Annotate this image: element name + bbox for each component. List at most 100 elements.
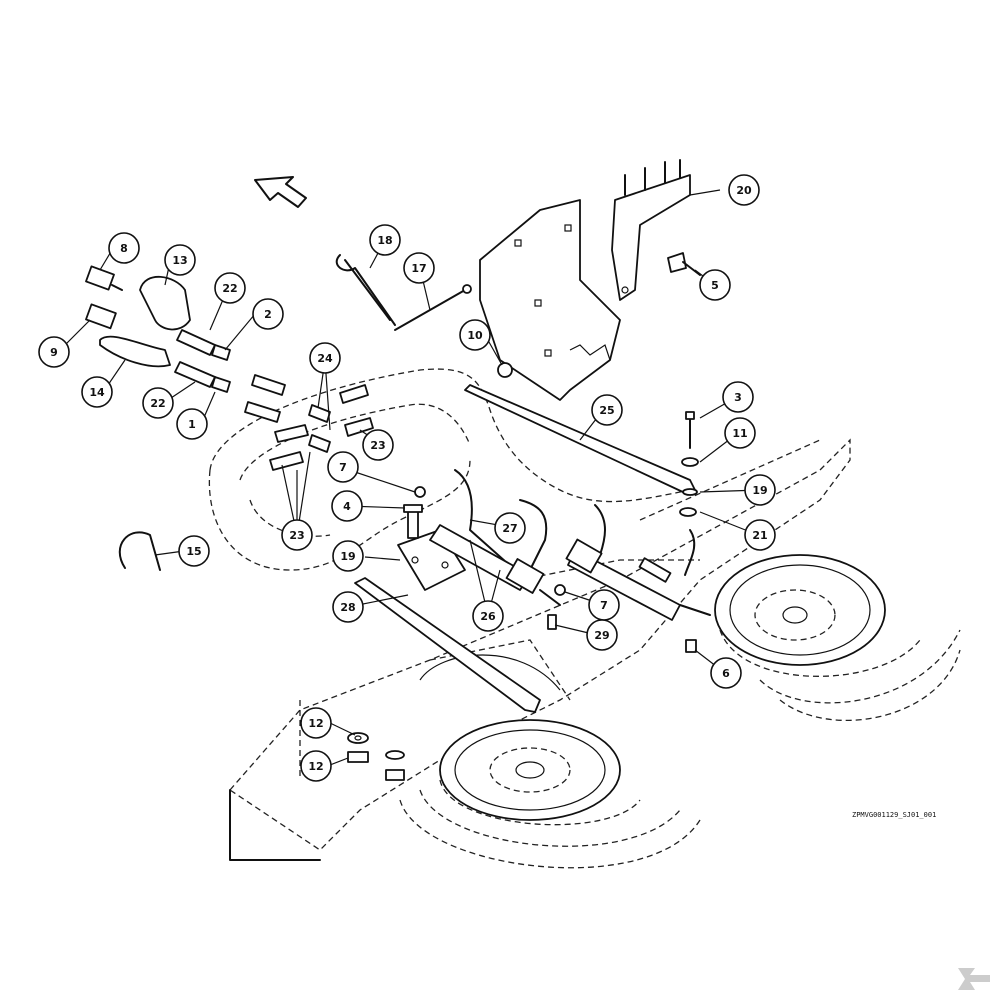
svg-text:22: 22 — [150, 397, 165, 410]
bolt-3 — [685, 411, 695, 449]
svg-text:23: 23 — [289, 529, 304, 542]
svg-text:19: 19 — [752, 484, 767, 497]
washer-right — [385, 750, 405, 760]
svg-text:12: 12 — [308, 717, 323, 730]
mounting-plate — [479, 199, 621, 401]
callout-14: 14 — [81, 376, 113, 408]
callout-20: 20 — [728, 174, 760, 206]
left-pulley — [399, 719, 701, 869]
svg-text:9: 9 — [50, 346, 58, 359]
nut-9 — [497, 362, 513, 378]
svg-text:24: 24 — [317, 352, 333, 365]
svg-text:13: 13 — [172, 254, 187, 267]
svg-text:15: 15 — [186, 545, 201, 558]
nut-7-upper — [414, 486, 426, 498]
cylinder-left — [429, 524, 561, 606]
svg-text:22: 22 — [222, 282, 237, 295]
screw-29 — [547, 614, 557, 630]
callout-18: 19 — [744, 474, 776, 506]
svg-text:19: 19 — [340, 550, 355, 563]
callout-12-lower: 9 — [38, 336, 70, 368]
fitting-22-lower — [174, 361, 216, 388]
svg-text:26: 26 — [480, 610, 496, 623]
callout-1: 1 — [176, 408, 208, 440]
svg-text:5: 5 — [711, 279, 719, 292]
nut-6 — [685, 639, 697, 653]
nut-7-lower — [554, 584, 566, 596]
bracket-20 — [611, 159, 691, 301]
callout-24: 24 — [309, 342, 341, 374]
holder-14 — [99, 335, 171, 368]
svg-text:1: 1 — [188, 418, 196, 431]
bolt-5 — [667, 252, 701, 276]
svg-text:14: 14 — [89, 386, 105, 399]
svg-text:11: 11 — [732, 427, 747, 440]
washer-18 — [682, 488, 698, 496]
callout-5: 5 — [699, 269, 731, 301]
svg-text:20: 20 — [736, 184, 752, 197]
callout-11: 12 — [300, 707, 332, 739]
svg-text:7: 7 — [339, 461, 347, 474]
washer-10 — [681, 457, 699, 467]
direction-arrow-icon — [254, 176, 307, 208]
hydraulic-lines — [454, 469, 696, 576]
svg-text:7: 7 — [600, 599, 608, 612]
callout-26: 26 — [472, 600, 504, 632]
callout-22-lower: 22 — [142, 387, 174, 419]
washer-11 — [347, 732, 369, 744]
svg-text:4: 4 — [343, 500, 351, 513]
svg-text:8: 8 — [120, 242, 128, 255]
callout-2: 2 — [252, 298, 284, 330]
hose-outline — [208, 368, 691, 571]
quick-coupling-lower — [85, 303, 117, 330]
fitting-1 — [211, 376, 231, 393]
callouts: 8 13 22 2 9 14 22 1 24 23 23 18 17 20 5 … — [38, 174, 776, 782]
bar-28 — [354, 577, 541, 713]
callout-27: 27 — [494, 512, 526, 544]
linkage-bar-25 — [464, 384, 696, 494]
cylinder-right — [565, 538, 711, 621]
callout-3: 3 — [722, 381, 754, 413]
callout-13: 13 — [164, 244, 196, 276]
callout-6: 6 — [710, 657, 742, 689]
svg-text:3: 3 — [734, 391, 742, 404]
svg-text:6: 6 — [722, 667, 730, 680]
svg-text:25: 25 — [599, 404, 614, 417]
callout-29: 29 — [586, 619, 618, 651]
callout-21: 21 — [744, 519, 776, 551]
washer-21 — [679, 507, 697, 517]
callout-12-upper: 8 — [108, 232, 140, 264]
nut-8-right — [385, 769, 405, 781]
svg-text:23: 23 — [370, 439, 385, 452]
callout-28: 28 — [332, 591, 364, 623]
clip-15 — [118, 531, 161, 571]
callout-22-upper: 22 — [214, 272, 246, 304]
fitting-22-upper — [176, 329, 216, 356]
rod-16 — [394, 284, 472, 331]
callout-25: 25 — [591, 394, 623, 426]
callout-15: 15 — [178, 535, 210, 567]
svg-text:27: 27 — [502, 522, 517, 535]
svg-text:29: 29 — [594, 629, 609, 642]
svg-text:2: 2 — [264, 308, 272, 321]
holder-13 — [139, 275, 191, 331]
svg-text:12: 12 — [308, 760, 323, 773]
callout-9: 10 — [459, 319, 491, 351]
callout-10: 11 — [724, 417, 756, 449]
svg-text:17: 17 — [411, 262, 426, 275]
callout-8: 12 — [300, 750, 332, 782]
quick-coupling-upper — [85, 265, 123, 291]
callout-4: 4 — [331, 490, 363, 522]
mower-deck — [229, 438, 851, 861]
svg-text:18: 18 — [377, 234, 392, 247]
bolt-4 — [403, 504, 423, 539]
svg-text:28: 28 — [340, 601, 355, 614]
svg-text:10: 10 — [467, 329, 483, 342]
callout-23-left: 23 — [281, 519, 313, 551]
pin-17 — [335, 254, 396, 326]
nut-8-left — [347, 751, 369, 763]
callout-16: 17 — [403, 252, 435, 284]
callout-7-lower: 7 — [588, 589, 620, 621]
svg-text:21: 21 — [752, 529, 767, 542]
